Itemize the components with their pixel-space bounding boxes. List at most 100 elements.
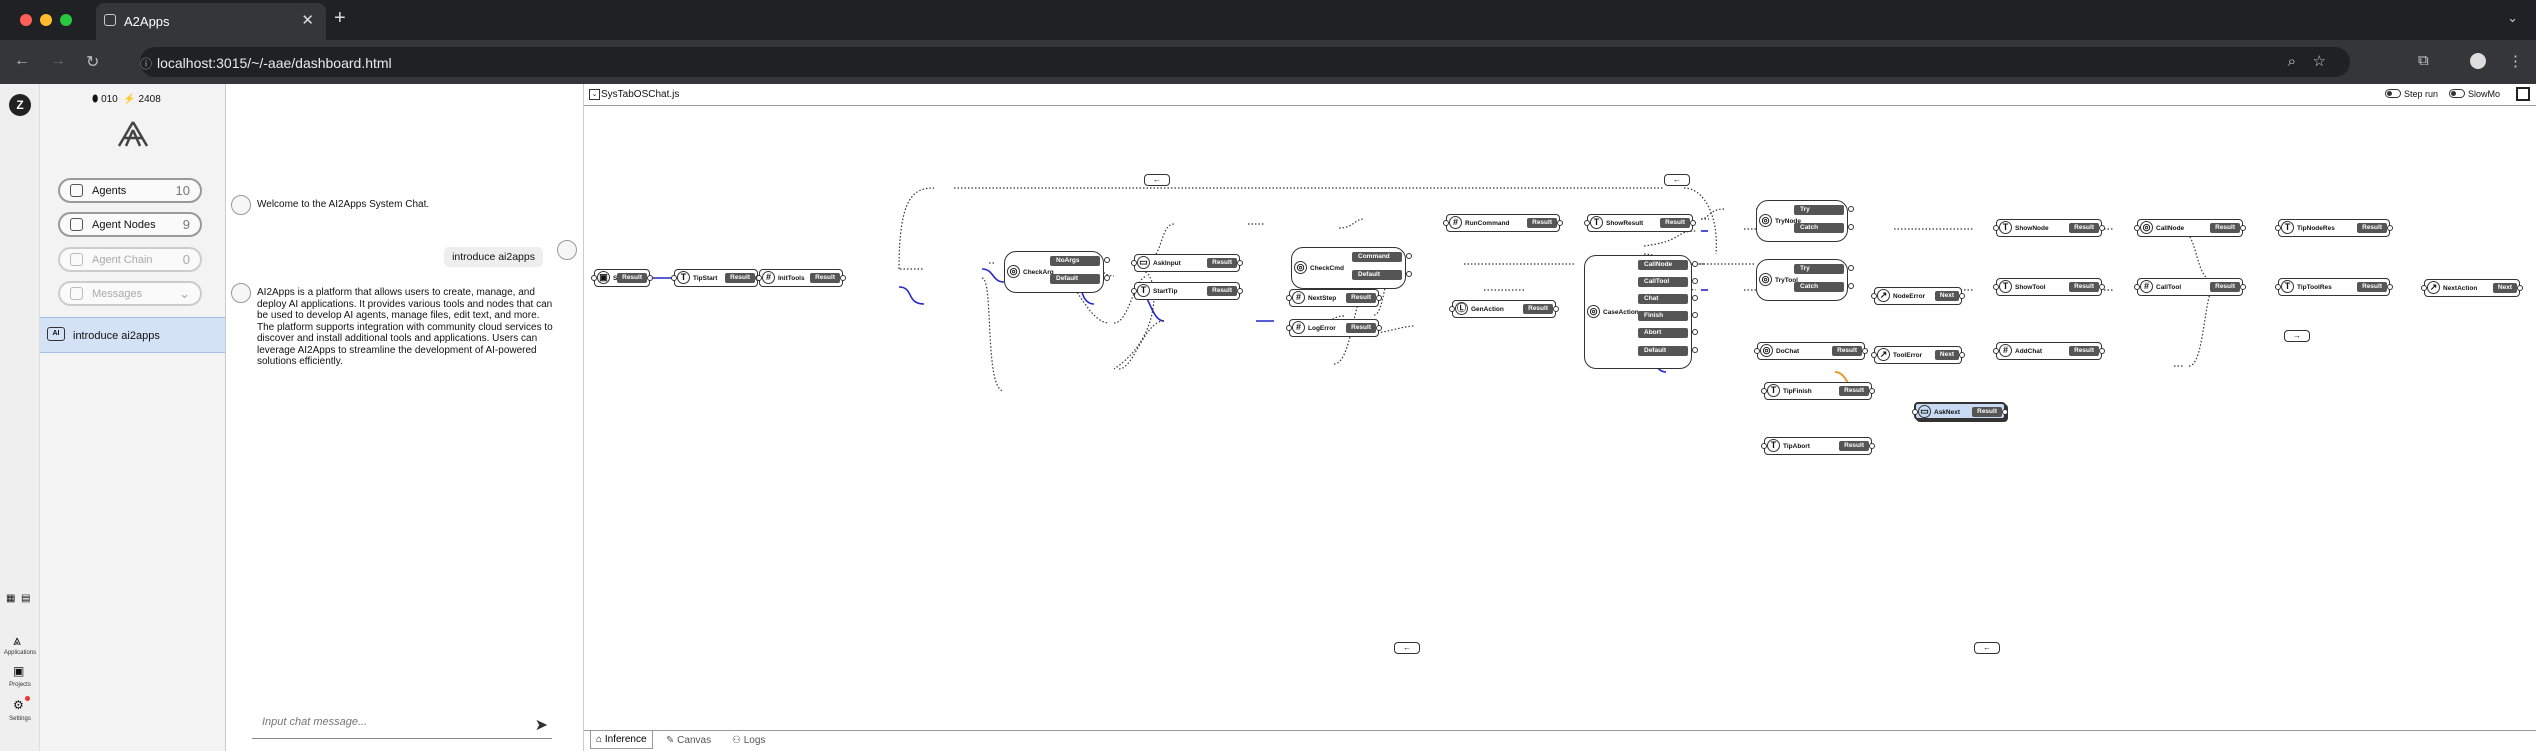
tab-canvas[interactable]: ✎ Canvas <box>666 735 711 746</box>
branch-output-call-node[interactable]: CallNode <box>1638 260 1698 270</box>
z-logo-icon[interactable]: Z <box>9 94 31 116</box>
input-port[interactable] <box>1993 284 1999 290</box>
branch-output-catch[interactable]: Catch <box>1794 282 1854 292</box>
branch-output-catch[interactable]: Catch <box>1794 223 1854 233</box>
node-output-result[interactable]: Result <box>1207 258 1237 268</box>
node-show-logo[interactable]: ▣ShowLogoResult <box>591 269 653 287</box>
branch-output-default[interactable]: Default <box>1050 274 1110 284</box>
nav-agent-nodes-button[interactable]: Agent Nodes 9 <box>58 212 202 237</box>
node-output-result[interactable]: Result <box>1660 218 1690 228</box>
extensions-icon[interactable]: ⧉ <box>2418 52 2429 69</box>
output-port[interactable] <box>1959 352 1965 358</box>
node-output-result[interactable]: Result <box>1527 218 1557 228</box>
output-port[interactable] <box>2240 225 2246 231</box>
output-port[interactable] <box>1553 306 1559 312</box>
chat-input[interactable] <box>252 709 522 735</box>
branch-output-finish[interactable]: Finish <box>1638 311 1698 322</box>
output-port[interactable] <box>2517 285 2523 291</box>
output-port[interactable] <box>2387 284 2393 290</box>
output-port[interactable] <box>1869 443 1875 449</box>
input-port[interactable] <box>2421 285 2427 291</box>
node-output-result[interactable]: Result <box>1832 346 1862 356</box>
output-port[interactable] <box>1692 278 1698 285</box>
node-output-result[interactable]: Result <box>617 273 647 283</box>
nav-messages-button[interactable]: Messages ⌄ <box>58 281 202 306</box>
zoom-icon[interactable]: ⌕ <box>2287 53 2296 70</box>
node-output-result[interactable]: Result <box>1523 304 1553 314</box>
output-port[interactable] <box>1848 206 1854 212</box>
output-port[interactable] <box>1959 293 1965 299</box>
session-item[interactable]: AI introduce ai2apps <box>40 317 225 353</box>
output-port[interactable] <box>1848 224 1854 230</box>
close-window-button[interactable] <box>20 14 32 26</box>
input-port[interactable] <box>1871 352 1877 358</box>
input-port[interactable] <box>2275 284 2281 290</box>
input-port[interactable] <box>756 275 762 281</box>
node-output-next[interactable]: Next <box>2492 283 2517 293</box>
output-port[interactable] <box>2387 225 2393 231</box>
forward-icon[interactable]: → <box>50 52 66 69</box>
node-output-result[interactable]: Result <box>1346 293 1376 303</box>
output-port[interactable] <box>647 275 653 281</box>
step-run-toggle[interactable]: Step run <box>2385 89 2438 99</box>
connector-node[interactable]: ← <box>1664 174 1690 186</box>
input-port[interactable] <box>1761 443 1767 449</box>
input-port[interactable] <box>1754 348 1760 354</box>
new-tab-button[interactable]: + <box>334 7 346 29</box>
connector-node[interactable]: ← <box>1144 174 1170 186</box>
branch-output-call-tool[interactable]: CallTool <box>1638 277 1698 288</box>
input-port[interactable] <box>1286 325 1292 331</box>
output-port[interactable] <box>2240 284 2246 290</box>
node-output-result[interactable]: Result <box>2069 346 2099 356</box>
node-output-result[interactable]: Result <box>2357 282 2387 292</box>
files-icon[interactable]: ▤ <box>21 593 31 604</box>
node-output-next[interactable]: Next <box>1934 350 1959 360</box>
input-port[interactable] <box>2275 225 2281 231</box>
input-port[interactable] <box>1912 409 1918 415</box>
node-output-result[interactable]: Result <box>810 273 840 283</box>
output-port[interactable] <box>1104 257 1110 263</box>
input-port[interactable] <box>1449 306 1455 312</box>
output-port[interactable] <box>1848 283 1854 289</box>
output-port[interactable] <box>1406 271 1412 277</box>
node-output-result[interactable]: Result <box>1972 407 2002 417</box>
branch-output-default[interactable]: Default <box>1352 270 1412 280</box>
connector-node[interactable]: ← <box>1974 642 2000 654</box>
node-output-result[interactable]: Result <box>1839 441 1869 451</box>
output-port[interactable] <box>1406 253 1412 259</box>
tab-inference[interactable]: ⌂ Inference <box>590 731 653 749</box>
output-port[interactable] <box>2099 348 2105 354</box>
branch-output-command[interactable]: Command <box>1352 252 1412 262</box>
back-icon[interactable]: ← <box>14 52 30 69</box>
input-port[interactable] <box>671 275 677 281</box>
output-port[interactable] <box>1692 329 1698 336</box>
output-port[interactable] <box>1557 220 1563 226</box>
browser-tab[interactable]: A2Apps ✕ <box>96 3 326 40</box>
output-port[interactable] <box>1862 348 1868 354</box>
input-port[interactable] <box>1993 225 1999 231</box>
input-port[interactable] <box>1443 220 1449 226</box>
output-port[interactable] <box>2099 284 2105 290</box>
output-port[interactable] <box>1376 325 1382 331</box>
send-icon[interactable]: ➤ <box>534 717 548 734</box>
input-port[interactable] <box>1286 295 1292 301</box>
node-output-result[interactable]: Result <box>1207 286 1237 296</box>
applications-icon[interactable]: ⩓ <box>13 632 21 648</box>
tab-logs[interactable]: ⚇ Logs <box>732 735 765 746</box>
settings-gear-icon[interactable]: ⚙ <box>13 698 24 712</box>
address-bar[interactable]: ⓘ localhost:3015/~/-aae/dashboard.html ⌕… <box>140 47 2350 77</box>
